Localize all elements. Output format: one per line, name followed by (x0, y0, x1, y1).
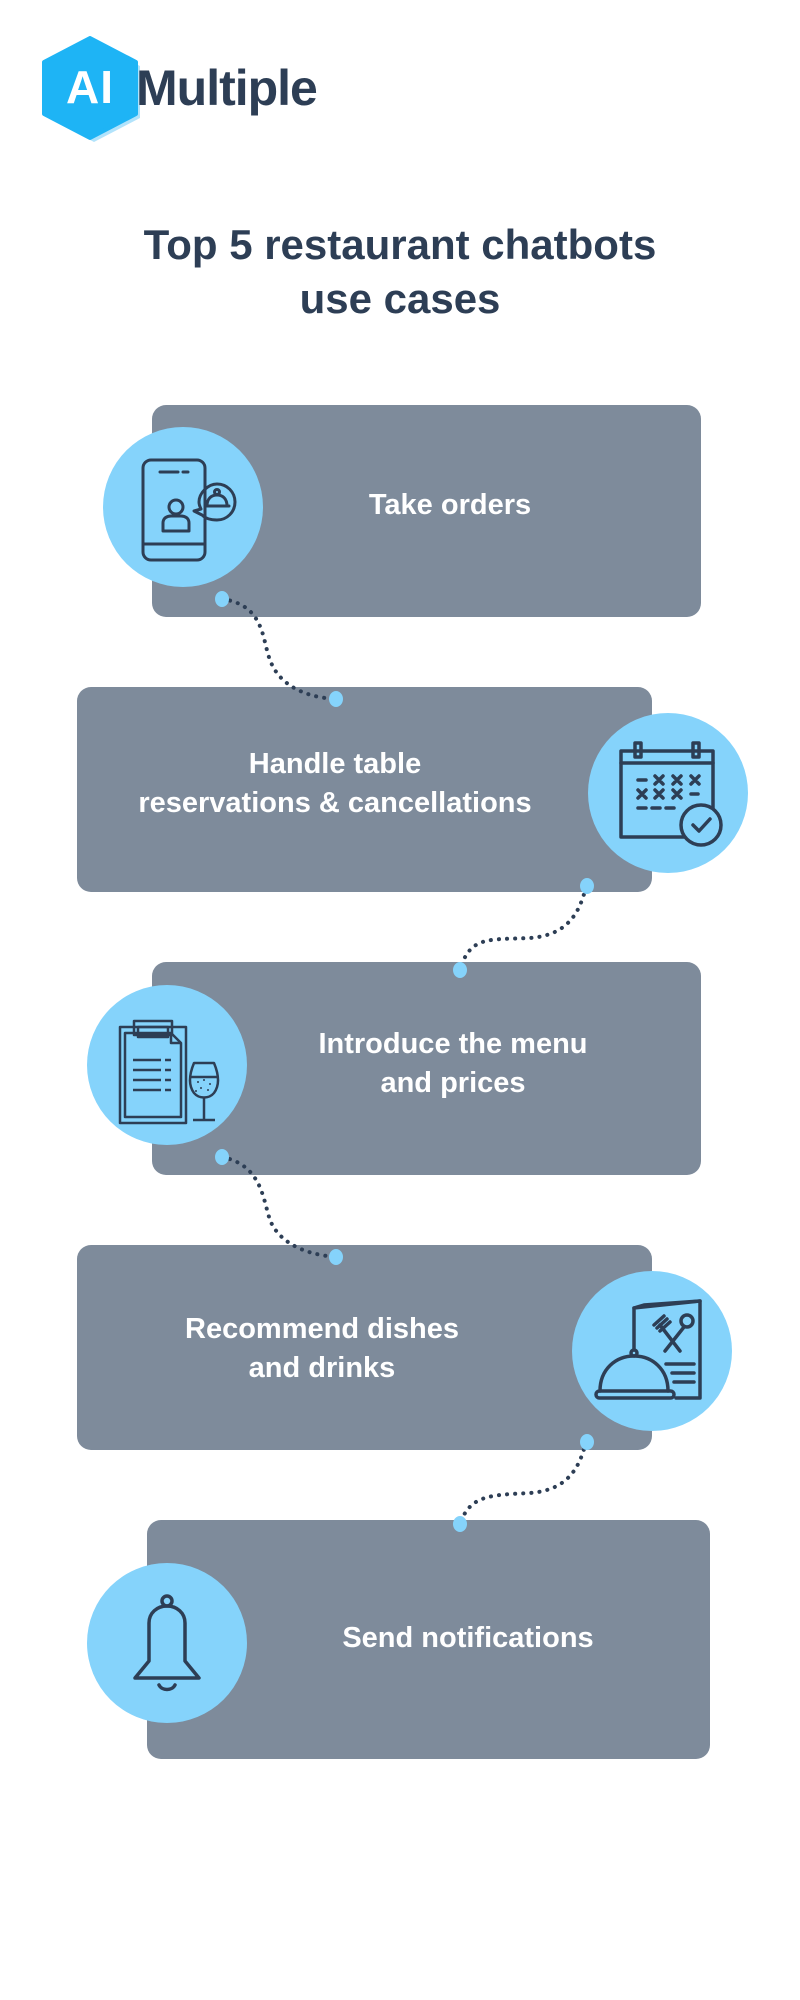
label-line: Handle table (248, 748, 422, 780)
connector-4-5 (458, 1440, 588, 1526)
title-line-1: Top 5 restaurant chatbots (143, 221, 657, 268)
connector-2-3 (458, 885, 588, 972)
use-case-label-4: Recommend dishes and drinks (122, 1310, 522, 1388)
logo-mark-text: AI (66, 61, 114, 113)
menu-clipboard-wine-icon (118, 1019, 220, 1125)
label-line: Send notifications (342, 1622, 594, 1654)
phone-order-icon (141, 458, 237, 562)
label-line: and prices (380, 1067, 526, 1099)
badge-4 (572, 1271, 732, 1431)
use-case-label-1: Take orders (300, 486, 600, 525)
badge-2 (588, 713, 748, 873)
logo-wordmark: Multiple (136, 60, 318, 116)
label-line: Take orders (368, 489, 532, 521)
aimultiple-logo: AI Multiple (40, 36, 330, 142)
menu-cloche-icon (594, 1299, 702, 1400)
title-line-2: use cases (299, 275, 501, 322)
use-case-card-4 (77, 1245, 652, 1450)
page-title: Top 5 restaurant chatbots use cases (0, 218, 800, 326)
bell-icon (133, 1594, 201, 1692)
label-line: Introduce the menu (318, 1028, 588, 1060)
badge-1 (103, 427, 263, 587)
label-line: Recommend dishes (185, 1313, 459, 1345)
label-line: and drinks (248, 1352, 396, 1384)
logo-hexagon-icon (42, 36, 140, 142)
badge-3 (87, 985, 247, 1145)
badge-5 (87, 1563, 247, 1723)
use-case-card-2 (77, 687, 652, 892)
label-line: reservations & cancellations (138, 787, 532, 819)
calendar-check-icon (619, 741, 723, 847)
use-case-label-2: Handle table reservations & cancellation… (95, 745, 575, 823)
use-case-label-3: Introduce the menu and prices (253, 1025, 653, 1103)
use-case-label-5: Send notifications (268, 1619, 668, 1658)
